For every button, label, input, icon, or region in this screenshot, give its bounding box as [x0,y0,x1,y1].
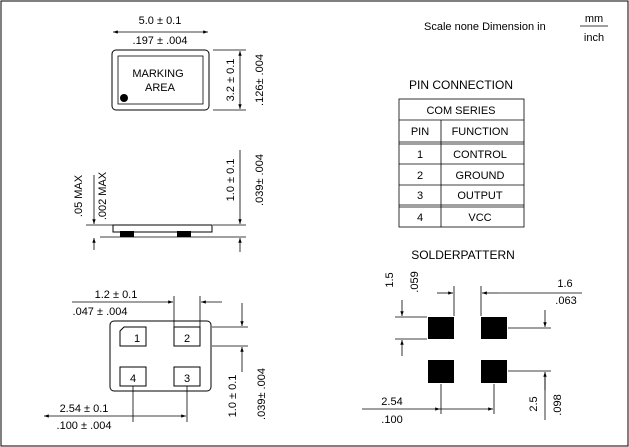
side-height-mm: 1.0 ± 0.1 [225,159,237,202]
marking-area-border [117,55,204,105]
marking-label-line1: MARKING [132,68,183,80]
top-height-mm: 3.2 ± 0.1 [225,59,237,102]
pin-row-function: GROUND [456,170,505,182]
pin-table-header-pin: PIN [411,126,429,138]
package-bottom-outline [109,320,212,392]
pin-table-outline [398,98,525,228]
solder-pitch-h-inch: .100 [381,414,402,426]
solder-gap-v-mm: 1.5 [384,272,396,287]
package-side-body [112,224,213,233]
top-width-mm: 5.0 ± 0.1 [139,15,182,27]
package-top-outline [111,49,210,111]
pin-row-pin: 1 [417,149,423,161]
pad-label-2: 2 [184,333,190,345]
solder-pad-top-left [428,317,454,339]
pin-row-pin: 4 [417,212,423,224]
solder-pattern-title: SOLDERPATTERN [411,248,515,262]
bottom-pad-1 [119,326,147,347]
pad-label-4: 4 [130,373,136,385]
bottom-pad-2 [173,326,201,347]
pad-width-inch: .047 ± .004 [73,306,128,318]
solder-pad-bottom-left [428,360,454,383]
flatness-inch: .002 MAX [97,171,109,220]
side-view: .05 MAX .002 MAX 1.0 ± 0.1 .039± .004 [73,150,266,252]
pad-pitch-mm: 2.54 ± 0.1 [60,403,109,415]
pin-row-pin: 3 [417,190,423,202]
pin-table-header-function: FUNCTION [452,126,509,138]
pin-row-function: OUTPUT [457,190,503,202]
solder-pad-bottom-right [481,360,507,383]
pad-label-1: 1 [134,333,140,345]
solder-gap-h-mm: 1.6 [557,278,572,290]
pin-table-series: COM SERIES [426,105,495,117]
scale-label: Scale none Dimension in [424,21,546,33]
bottom-view: 1 2 4 3 1.2 ± 0.1 .047 ± .004 2.54 ± 0.1… [44,289,268,432]
solder-pitch-v-mm: 2.5 [528,396,540,411]
pad-height-inch: .039± .004 [256,368,268,420]
top-view: MARKING AREA 5.0 ± 0.1 .197 ± .004 3.2 ±… [111,15,266,111]
flatness-mm: .05 MAX [73,174,85,217]
pad-label-3: 3 [184,373,190,385]
unit-inch: inch [584,32,604,44]
solder-pattern: SOLDERPATTERN 1.5 .059 1.6 .063 2.54 .10… [362,248,582,426]
pin1-indicator-dot [120,94,128,102]
unit-mm: mm [585,13,603,25]
solder-pad-top-right [481,317,507,339]
marking-label-line2: AREA [145,82,176,94]
solder-gap-h-inch: .063 [555,295,576,307]
side-height-inch: .039± .004 [254,154,266,206]
solder-pitch-h-mm: 2.54 [381,396,402,408]
pad-height-mm: 1.0 ± 0.1 [227,375,239,418]
pin-row-function: CONTROL [453,149,507,161]
pin-row-pin: 2 [417,170,423,182]
solder-gap-v-inch: .059 [409,271,421,292]
side-pad-right [177,231,191,237]
pin-connection-table: PIN CONNECTION COM SERIES PIN FUNCTION 1… [398,78,525,228]
pad-width-mm: 1.2 ± 0.1 [95,289,138,301]
solder-pitch-v-inch: .098 [552,394,564,415]
pin-connection-title: PIN CONNECTION [409,78,513,92]
pin-row-function: VCC [468,212,491,224]
pad-pitch-inch: .100 ± .004 [57,420,112,432]
top-width-inch: .197 ± .004 [133,35,188,47]
side-pad-left [120,231,134,237]
top-height-inch: .126± .004 [254,54,266,106]
